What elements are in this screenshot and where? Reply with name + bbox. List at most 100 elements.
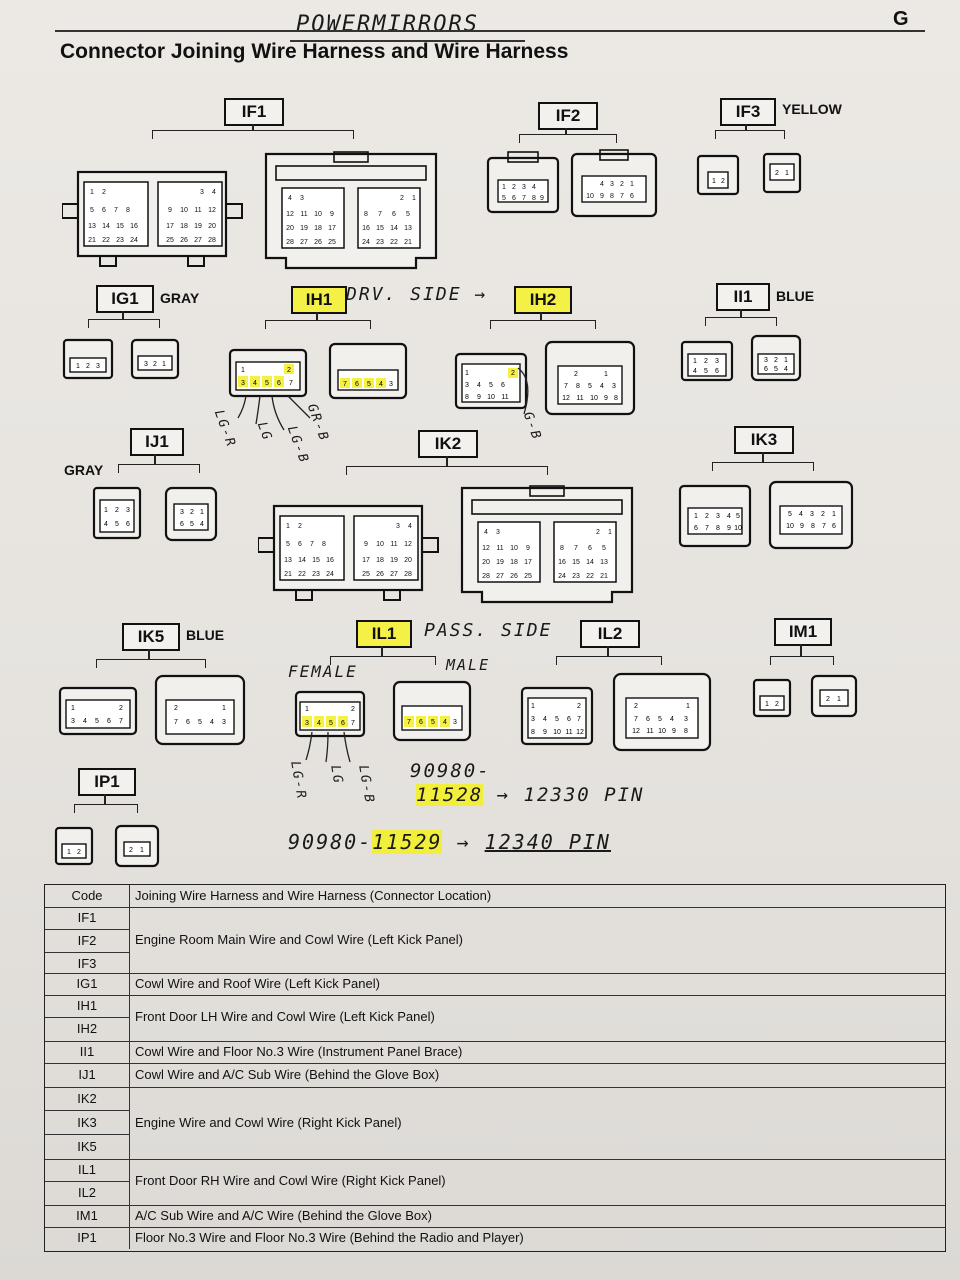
svg-text:15: 15 xyxy=(376,225,384,232)
connector-code-IL2: IL2 xyxy=(580,620,640,648)
svg-text:10: 10 xyxy=(180,207,188,214)
svg-text:14: 14 xyxy=(586,559,594,566)
svg-text:5: 5 xyxy=(658,716,662,723)
svg-text:6: 6 xyxy=(392,211,396,218)
connector-code-IF3: IF3 xyxy=(720,98,776,126)
svg-text:7: 7 xyxy=(634,716,638,723)
svg-text:3: 3 xyxy=(522,184,526,191)
svg-text:10: 10 xyxy=(376,541,384,548)
svg-text:2: 2 xyxy=(705,513,709,520)
svg-text:22: 22 xyxy=(390,239,398,246)
table-code: II1 xyxy=(45,1041,130,1063)
table-row: IJ1 Cowl Wire and A/C Sub Wire (Behind t… xyxy=(45,1063,945,1088)
svg-text:6: 6 xyxy=(630,193,634,200)
svg-text:26: 26 xyxy=(376,571,384,578)
svg-text:5: 5 xyxy=(198,719,202,726)
svg-text:7: 7 xyxy=(620,193,624,200)
svg-text:2: 2 xyxy=(298,523,302,530)
svg-text:4: 4 xyxy=(727,513,731,520)
svg-text:1: 1 xyxy=(241,367,245,374)
bracket-IF3 xyxy=(715,130,785,139)
svg-text:9: 9 xyxy=(526,545,530,552)
svg-text:17: 17 xyxy=(166,223,174,230)
svg-text:19: 19 xyxy=(194,223,202,230)
svg-text:23: 23 xyxy=(572,573,580,580)
svg-text:10: 10 xyxy=(553,729,561,736)
svg-text:28: 28 xyxy=(482,573,490,580)
part-number-1: 11528 → 12330 PIN xyxy=(416,784,645,806)
svg-text:7: 7 xyxy=(378,211,382,218)
bracket-stem xyxy=(800,644,802,656)
bracket-IK3 xyxy=(712,462,814,471)
svg-text:6: 6 xyxy=(764,366,768,373)
svg-text:7: 7 xyxy=(407,719,411,726)
svg-text:2: 2 xyxy=(775,701,779,708)
svg-text:6: 6 xyxy=(501,382,505,389)
connector-code-IK5: IK5 xyxy=(122,623,180,651)
svg-text:24: 24 xyxy=(130,237,138,244)
svg-text:6: 6 xyxy=(126,521,130,528)
svg-text:5: 5 xyxy=(788,511,792,518)
svg-text:5: 5 xyxy=(489,382,493,389)
svg-text:13: 13 xyxy=(600,559,608,566)
svg-text:8: 8 xyxy=(684,728,688,735)
svg-text:3: 3 xyxy=(810,511,814,518)
svg-text:7: 7 xyxy=(343,381,347,388)
svg-text:5: 5 xyxy=(90,207,94,214)
svg-text:16: 16 xyxy=(326,557,334,564)
svg-text:6: 6 xyxy=(277,380,281,387)
svg-text:9: 9 xyxy=(600,193,604,200)
svg-text:9: 9 xyxy=(364,541,368,548)
svg-text:25: 25 xyxy=(362,571,370,578)
svg-text:6: 6 xyxy=(180,521,184,528)
svg-text:1: 1 xyxy=(784,357,788,364)
svg-text:1: 1 xyxy=(837,696,841,703)
connector-color-IK5: BLUE xyxy=(186,627,225,643)
svg-text:9: 9 xyxy=(604,395,608,402)
svg-text:8: 8 xyxy=(576,383,580,390)
svg-text:2: 2 xyxy=(574,371,578,378)
svg-text:7: 7 xyxy=(705,525,709,532)
svg-text:9: 9 xyxy=(727,525,731,532)
svg-text:13: 13 xyxy=(88,223,96,230)
svg-text:4: 4 xyxy=(600,181,604,188)
svg-text:1: 1 xyxy=(412,195,416,202)
page-title: Connector Joining Wire Harness and Wire … xyxy=(60,40,569,63)
svg-text:4: 4 xyxy=(693,368,697,375)
svg-text:23: 23 xyxy=(116,237,124,244)
svg-text:16: 16 xyxy=(558,559,566,566)
header-rule xyxy=(55,30,925,32)
svg-text:4: 4 xyxy=(83,718,87,725)
svg-text:4: 4 xyxy=(484,529,488,536)
svg-text:3: 3 xyxy=(465,382,469,389)
table-row: IK2 IK3 IK5 Engine Wire and Cowl Wire (R… xyxy=(45,1087,945,1160)
table-desc: Engine Wire and Cowl Wire (Right Kick Pa… xyxy=(135,1115,402,1130)
svg-text:2: 2 xyxy=(577,703,581,710)
svg-text:1: 1 xyxy=(222,705,226,712)
svg-text:1: 1 xyxy=(608,529,612,536)
svg-text:5: 5 xyxy=(588,383,592,390)
svg-text:2: 2 xyxy=(511,370,515,377)
svg-text:19: 19 xyxy=(300,225,308,232)
svg-text:27: 27 xyxy=(194,237,202,244)
svg-text:12: 12 xyxy=(482,545,490,552)
svg-text:3: 3 xyxy=(453,719,457,726)
svg-text:7: 7 xyxy=(174,719,178,726)
table-desc: Engine Room Main Wire and Cowl Wire (Lef… xyxy=(135,932,464,947)
svg-text:22: 22 xyxy=(586,573,594,580)
svg-text:6: 6 xyxy=(298,541,302,548)
svg-text:1: 1 xyxy=(832,511,836,518)
svg-text:20: 20 xyxy=(286,225,294,232)
svg-text:8: 8 xyxy=(610,193,614,200)
bracket-stem xyxy=(381,646,383,656)
svg-text:9: 9 xyxy=(800,523,804,530)
svg-text:2: 2 xyxy=(174,705,178,712)
bracket-IG1 xyxy=(88,319,160,328)
svg-text:4: 4 xyxy=(477,382,481,389)
page-letter: G xyxy=(893,8,909,30)
